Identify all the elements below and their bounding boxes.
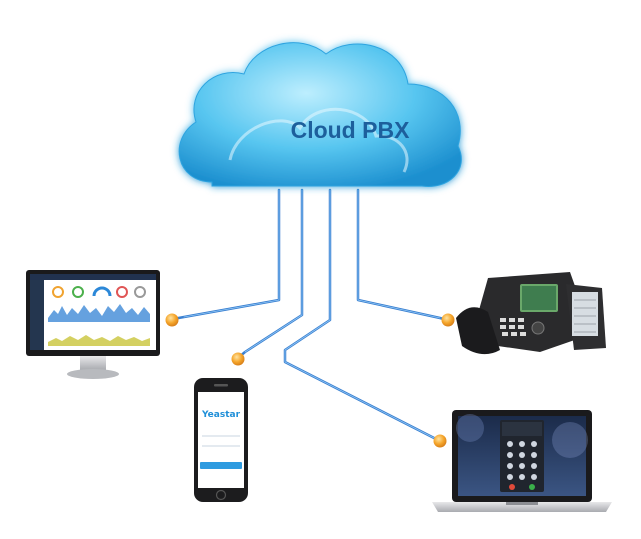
desk-phone-icon — [456, 272, 606, 355]
cloud-pbx-label: Cloud PBX — [291, 117, 410, 143]
connector-nodes — [165, 313, 455, 448]
cable-to-smartphone — [236, 188, 304, 360]
connection-cables-highlight — [183, 189, 441, 441]
connector-node-monitor — [165, 313, 179, 327]
connector-node-laptop — [433, 434, 447, 448]
cable-to-desk-phone — [356, 188, 449, 322]
connector-node-smartphone — [231, 352, 245, 366]
cable-to-laptop — [283, 188, 440, 442]
cloud-icon — [178, 42, 462, 187]
monitor-dashboard-icon — [26, 270, 160, 379]
smartphone-icon — [194, 378, 248, 502]
laptop-softphone-icon — [432, 410, 612, 512]
cable-to-monitor — [171, 188, 281, 321]
yeastar-brand-text: Yeastar — [201, 410, 241, 420]
connector-node-desk-phone — [441, 313, 455, 327]
